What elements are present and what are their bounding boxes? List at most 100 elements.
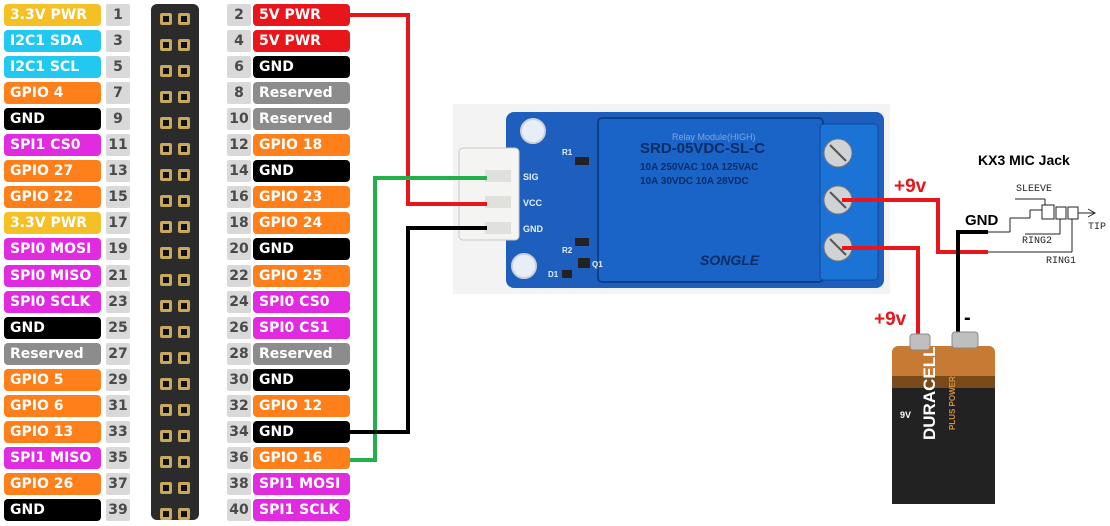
- header-pin-icon: [160, 65, 172, 77]
- battery-9v: [892, 331, 995, 504]
- header-pin-icon: [178, 352, 190, 364]
- label-gnd: GND: [965, 212, 999, 229]
- header-pin-icon: [160, 39, 172, 51]
- pin-number-34: 34: [227, 421, 251, 443]
- pin-number-10: 10: [227, 108, 251, 130]
- header-pin-icon: [178, 39, 190, 51]
- pin-number-21: 21: [106, 265, 130, 287]
- pin-label-16: GPIO 23: [253, 186, 350, 208]
- pin-number-29: 29: [106, 369, 130, 391]
- pin-number-2: 2: [227, 4, 251, 26]
- header-pin-icon: [178, 326, 190, 338]
- pin-label-34: GND: [253, 421, 350, 443]
- header-pin-icon: [160, 378, 172, 390]
- pin-label-17: 3.3V PWR: [4, 212, 101, 234]
- pin-number-32: 32: [227, 395, 251, 417]
- pin-label-21: SPI0 MISO: [4, 265, 101, 287]
- pin-number-19: 19: [106, 238, 130, 260]
- pin-label-39: GND: [4, 499, 101, 521]
- header-pin-icon: [160, 456, 172, 468]
- relay-module: [453, 104, 890, 294]
- header-pin-icon: [160, 274, 172, 286]
- relay-smd-d1: D1: [548, 270, 559, 279]
- pin-label-30: GND: [253, 369, 350, 391]
- header-pin-icon: [160, 13, 172, 25]
- pin-number-9: 9: [106, 108, 130, 130]
- pin-label-19: SPI0 MOSI: [4, 238, 101, 260]
- pin-label-3: I2C1 SDA: [4, 30, 101, 52]
- red-wire-9v-battery: [842, 246, 920, 346]
- header-pin-icon: [178, 274, 190, 286]
- pin-number-14: 14: [227, 160, 251, 182]
- pin-label-7: GPIO 4: [4, 82, 101, 104]
- header-pin-icon: [160, 404, 172, 416]
- pin-label-33: GPIO 13: [4, 421, 101, 443]
- red-wire-9v-top: [842, 198, 988, 254]
- red-wire-5v: [350, 13, 487, 206]
- pin-number-37: 37: [106, 473, 130, 495]
- pin-number-16: 16: [227, 186, 251, 208]
- header-pin-icon: [160, 352, 172, 364]
- relay-pin-sig: SIG: [523, 172, 539, 182]
- pin-number-38: 38: [227, 473, 251, 495]
- pin-label-11: SPI1 CS0: [4, 134, 101, 156]
- pin-number-5: 5: [106, 56, 130, 78]
- pin-label-29: GPIO 5: [4, 369, 101, 391]
- pin-number-27: 27: [106, 343, 130, 365]
- header-pin-icon: [178, 221, 190, 233]
- header-pin-icon: [178, 195, 190, 207]
- pin-number-39: 39: [106, 499, 130, 521]
- pin-label-13: GPIO 27: [4, 160, 101, 182]
- mic-jack-schematic: [988, 198, 1097, 253]
- pin-number-31: 31: [106, 395, 130, 417]
- mounting-hole-icon: [511, 253, 537, 279]
- header-pin-icon: [160, 247, 172, 259]
- header-pin-icon: [178, 169, 190, 181]
- mounting-hole-icon: [520, 118, 546, 144]
- pin-number-7: 7: [106, 82, 130, 104]
- pin-number-18: 18: [227, 212, 251, 234]
- header-pin-icon: [160, 326, 172, 338]
- black-wire-gnd: [350, 226, 487, 434]
- header-pin-icon: [160, 508, 172, 520]
- pin-number-24: 24: [227, 291, 251, 313]
- pin-label-38: SPI1 MOSI: [253, 473, 350, 495]
- pin-label-14: GND: [253, 160, 350, 182]
- header-pin-icon: [160, 300, 172, 312]
- pin-number-4: 4: [227, 30, 251, 52]
- relay-pin-gnd: GND: [523, 224, 543, 234]
- pin-number-23: 23: [106, 291, 130, 313]
- header-pin-icon: [178, 143, 190, 155]
- label-ring2: RING2: [1022, 236, 1053, 247]
- header-pin-icon: [160, 430, 172, 442]
- pin-label-28: Reserved: [253, 343, 350, 365]
- header-pin-icon: [178, 482, 190, 494]
- header-pin-icon: [160, 221, 172, 233]
- header-pin-icon: [178, 247, 190, 259]
- pin-number-12: 12: [227, 134, 251, 156]
- pin-label-10: Reserved: [253, 108, 350, 130]
- pin-label-37: GPIO 26: [4, 473, 101, 495]
- pin-number-1: 1: [106, 4, 130, 26]
- pin-label-6: GND: [253, 56, 350, 78]
- pin-label-22: GPIO 25: [253, 265, 350, 287]
- pin-label-31: GPIO 6: [4, 395, 101, 417]
- pin-label-1: 3.3V PWR: [4, 4, 101, 26]
- battery-sub: PLUS POWER: [948, 376, 957, 430]
- header-pin-icon: [178, 430, 190, 442]
- pin-label-15: GPIO 22: [4, 186, 101, 208]
- battery-terminal-negative: [951, 331, 979, 349]
- label-sleeve: SLEEVE: [1016, 184, 1053, 195]
- header-pin-icon: [160, 482, 172, 494]
- pin-number-33: 33: [106, 421, 130, 443]
- green-wire-gpio16: [350, 176, 487, 462]
- pin-label-24: SPI0 CS0: [253, 291, 350, 313]
- pin-number-8: 8: [227, 82, 251, 104]
- pin-label-5: I2C1 SCL: [4, 56, 101, 78]
- pin-label-32: GPIO 12: [253, 395, 350, 417]
- pin-label-35: SPI1 MISO: [4, 447, 101, 469]
- pin-number-3: 3: [106, 30, 130, 52]
- header-pin-icon: [178, 378, 190, 390]
- header-pin-icon: [178, 508, 190, 520]
